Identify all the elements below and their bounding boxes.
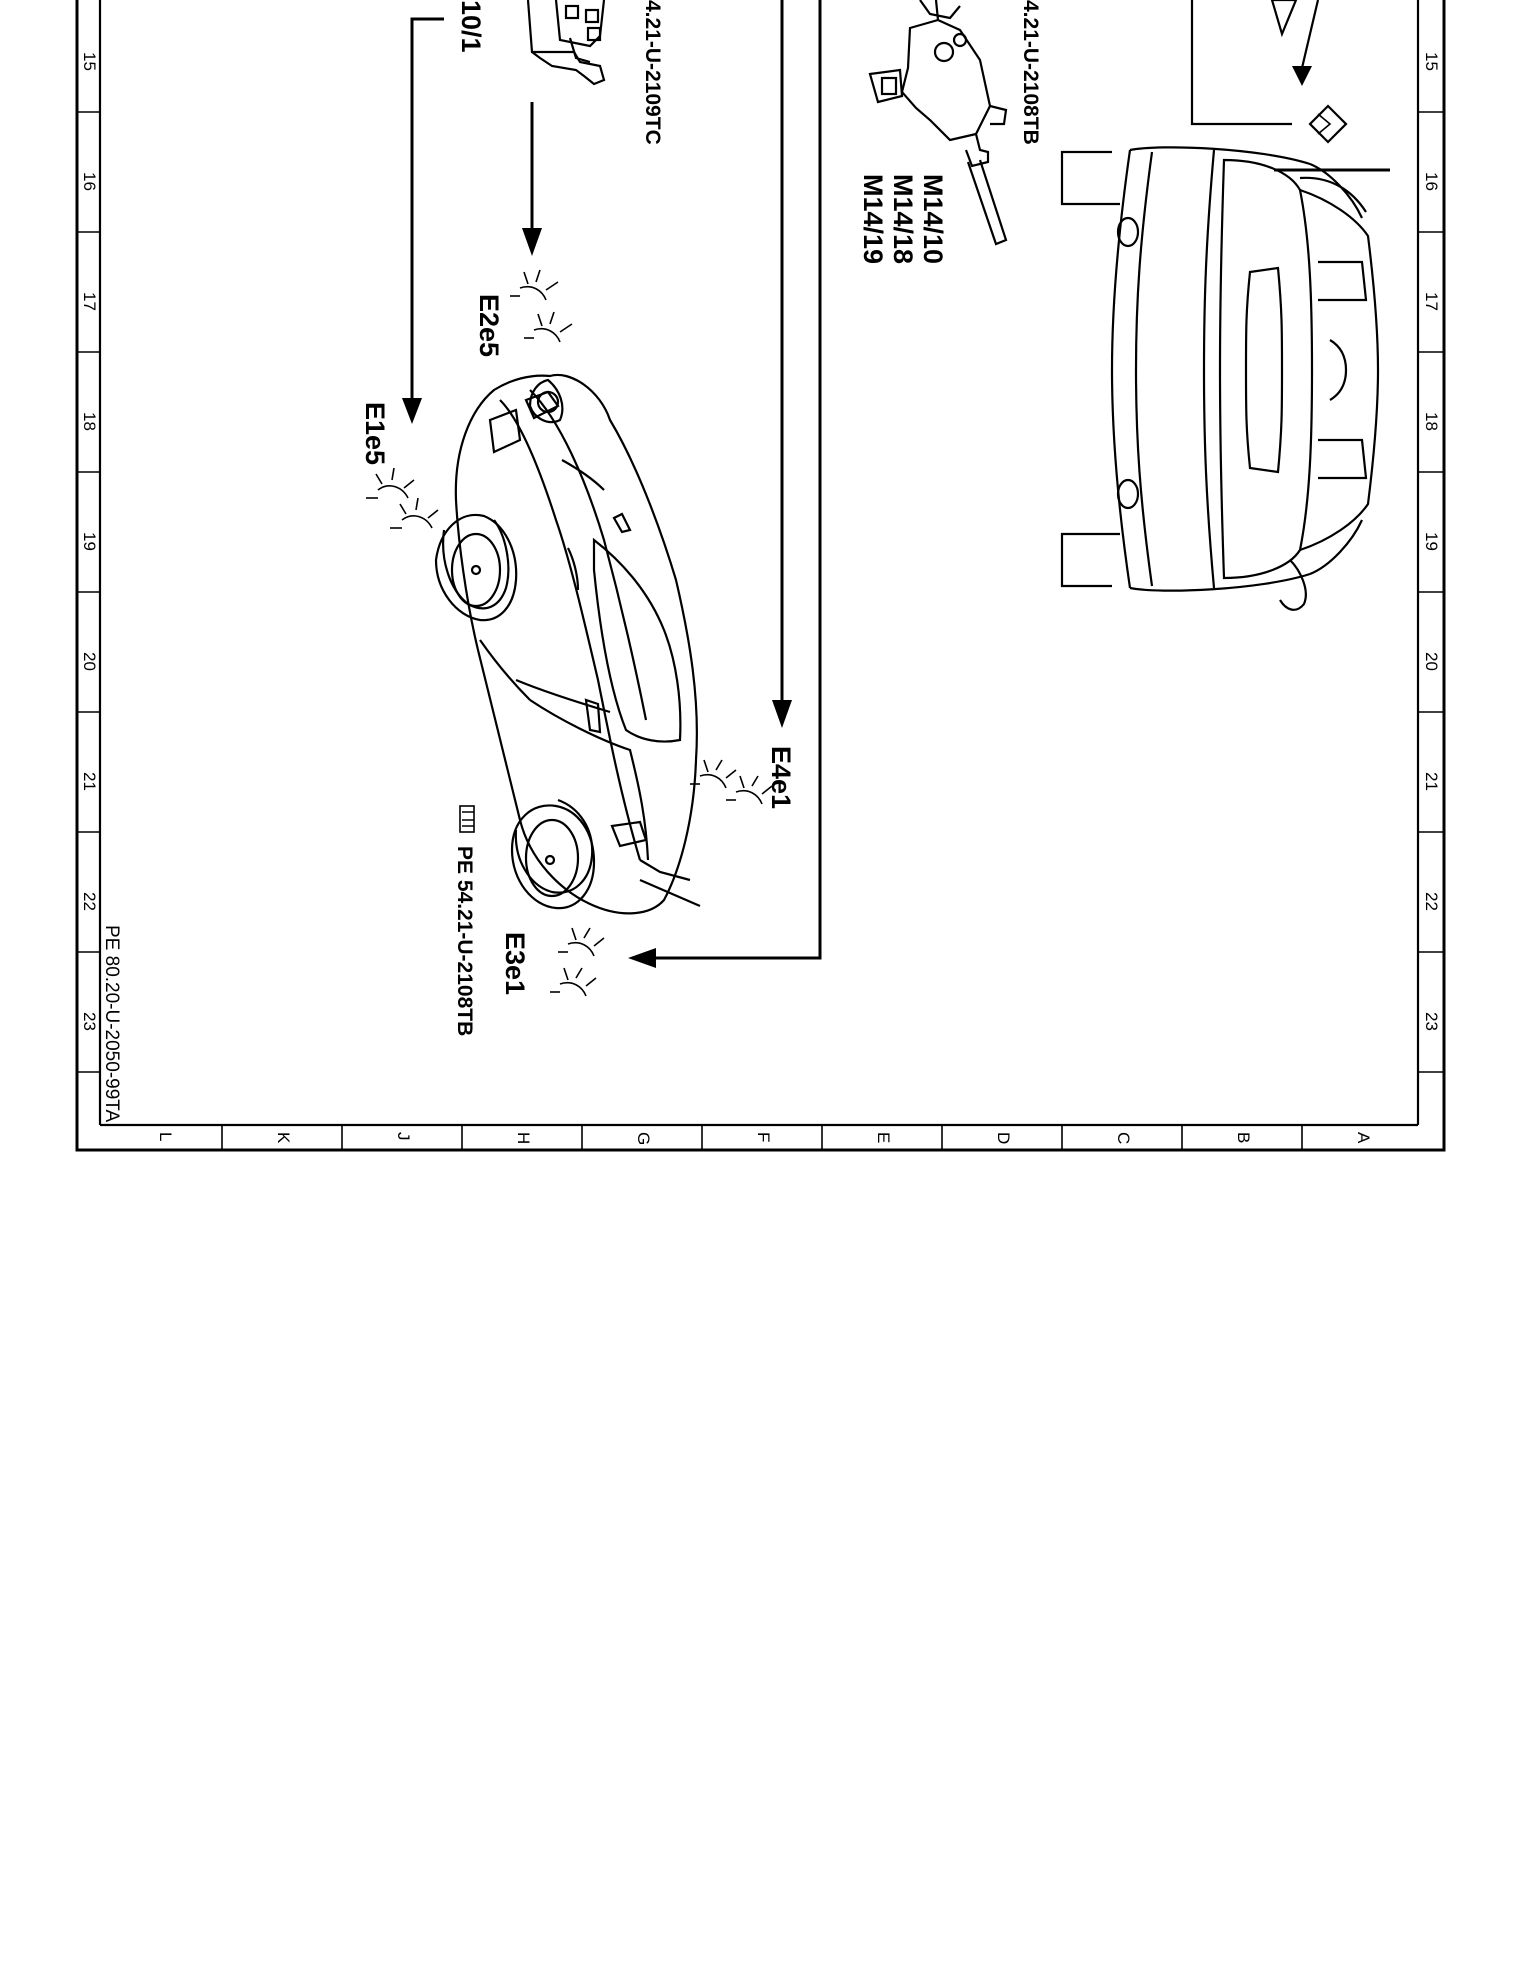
right-row-numbers: 15 16 17 18 19 20 21 22 23 (1422, 52, 1441, 1031)
column-letter: E (874, 1132, 893, 1143)
bracket-line (1190, 0, 1292, 126)
front-wheel (434, 513, 518, 622)
row-number-left: 18 (80, 412, 99, 431)
motor-reference: 4.21-U-2108TB (1019, 0, 1042, 145)
row-number-left: 16 (80, 172, 99, 191)
left-row-numbers: 15 16 17 18 19 20 21 22 23 (80, 52, 99, 1031)
arrow-to-diamond (1292, 66, 1312, 86)
actuator-motor-drawing (868, 0, 1008, 246)
label-e3e1: E3e1 (500, 932, 530, 995)
column-letter: B (1234, 1132, 1253, 1143)
car-reference: PE 54.21-U-2108TB (453, 846, 476, 1036)
motor-label-m14-18: M14/18 (888, 174, 918, 264)
lamp-rays-e2e5 (510, 269, 573, 343)
lightning-symbol (1270, 0, 1320, 69)
row-number-left: 15 (80, 52, 99, 71)
car-perspective-drawing (454, 373, 701, 915)
column-letters: L K J H G F E D C B A (156, 1132, 1373, 1145)
relay-label: 10/1 (456, 0, 486, 53)
column-letter: G (634, 1132, 653, 1145)
label-e2e5: E2e5 (474, 294, 504, 357)
right-row-ticks (1418, 111, 1444, 1073)
arrow-to-e3e1 (628, 948, 656, 968)
label-e4e1: E4e1 (766, 746, 796, 809)
arrow-to-e4e1 (772, 700, 792, 728)
row-number-left: 19 (80, 532, 99, 551)
row-number-right: 20 (1422, 652, 1441, 671)
row-number-left: 23 (80, 1012, 99, 1031)
arrow-to-e1e5 (402, 398, 422, 424)
row-number-left: 21 (80, 772, 99, 791)
motor-label-m14-19: M14/19 (858, 174, 888, 264)
column-letter: F (754, 1132, 773, 1142)
lamp-rays-e1e5 (366, 467, 439, 529)
row-number-right: 18 (1422, 412, 1441, 431)
column-letter: A (1354, 1132, 1373, 1144)
row-number-left: 17 (80, 292, 99, 311)
row-number-right: 17 (1422, 292, 1441, 311)
left-row-ticks (77, 111, 100, 1073)
column-letter: J (394, 1132, 413, 1141)
row-number-right: 16 (1422, 172, 1441, 191)
row-number-right: 19 (1422, 532, 1441, 551)
relay-module-drawing (526, 0, 606, 86)
column-letter: L (156, 1132, 175, 1141)
row-number-right: 23 (1422, 1012, 1441, 1031)
pointing-hand-icon (459, 805, 475, 833)
lamp-rays-e3e1 (550, 927, 605, 997)
diamond-symbol (1308, 104, 1348, 144)
column-letter: C (1114, 1132, 1133, 1144)
row-number-right: 22 (1422, 892, 1441, 911)
rear-wheel (510, 798, 596, 910)
lamp-rays-e4e1 (690, 759, 773, 805)
wire-to-e1e5 (410, 17, 444, 410)
car-rear-view-drawing (1060, 146, 1380, 611)
motor-label-m14-10: M14/10 (918, 174, 948, 264)
outer-frame (75, 0, 1446, 1152)
row-number-left: 20 (80, 652, 99, 671)
column-letter: K (274, 1132, 293, 1144)
diamond-inner-mark (1317, 113, 1332, 135)
column-letter: H (514, 1132, 533, 1144)
arrow-to-e2e5 (522, 228, 542, 256)
document-reference: PE 80.20-U-2050-99TA (101, 925, 122, 1122)
row-number-left: 22 (80, 892, 99, 911)
bottom-column-ticks (221, 1125, 1303, 1150)
row-number-right: 15 (1422, 52, 1441, 71)
wire-to-e3e1 (654, 0, 822, 960)
relay-reference: 4.21-U-2109TC (641, 0, 664, 145)
row-number-right: 21 (1422, 772, 1441, 791)
column-letter: D (994, 1132, 1013, 1144)
label-e1e5: E1e5 (360, 402, 390, 465)
